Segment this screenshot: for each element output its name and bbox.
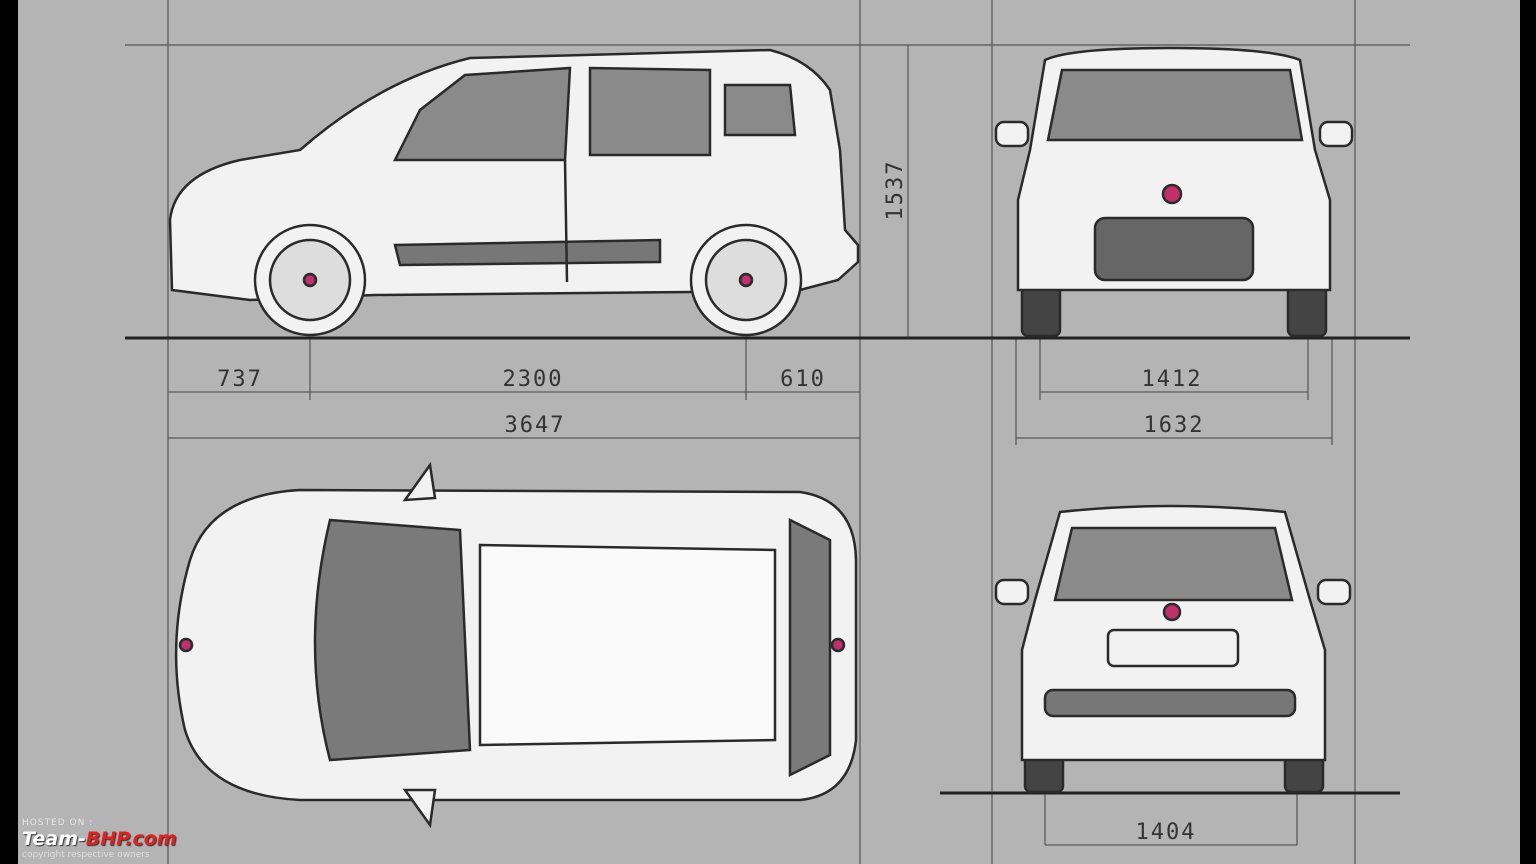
top-view-car	[174, 461, 858, 829]
side-view-car	[168, 48, 860, 337]
dim-width: 1632	[1144, 413, 1205, 438]
front-view-car	[994, 46, 1354, 338]
dim-length: 3647	[505, 413, 566, 438]
watermark-brand-a: Team-	[22, 828, 86, 850]
dim-rear-overhang: 610	[780, 367, 826, 392]
dim-front-overhang: 737	[217, 367, 263, 392]
watermark-brand: Team-BHP.com	[22, 828, 177, 850]
dim-rear-track: 1404	[1136, 820, 1197, 845]
dimension-lines	[168, 45, 1332, 846]
dim-wheelbase: 2300	[503, 367, 564, 392]
ground-lines	[125, 336, 1410, 795]
dim-height: 1537	[883, 160, 908, 221]
watermark-hosted: HOSTED ON :	[22, 818, 94, 828]
watermark-brand-b: BHP.com	[85, 828, 177, 850]
rear-view-car	[994, 504, 1352, 794]
watermark-copyright: copyright respective owners	[22, 850, 150, 860]
guide-lines	[125, 0, 1410, 864]
dim-front-track: 1412	[1142, 367, 1203, 392]
team-bhp-watermark: HOSTED ON : Team-BHP.com copyright respe…	[22, 818, 177, 860]
